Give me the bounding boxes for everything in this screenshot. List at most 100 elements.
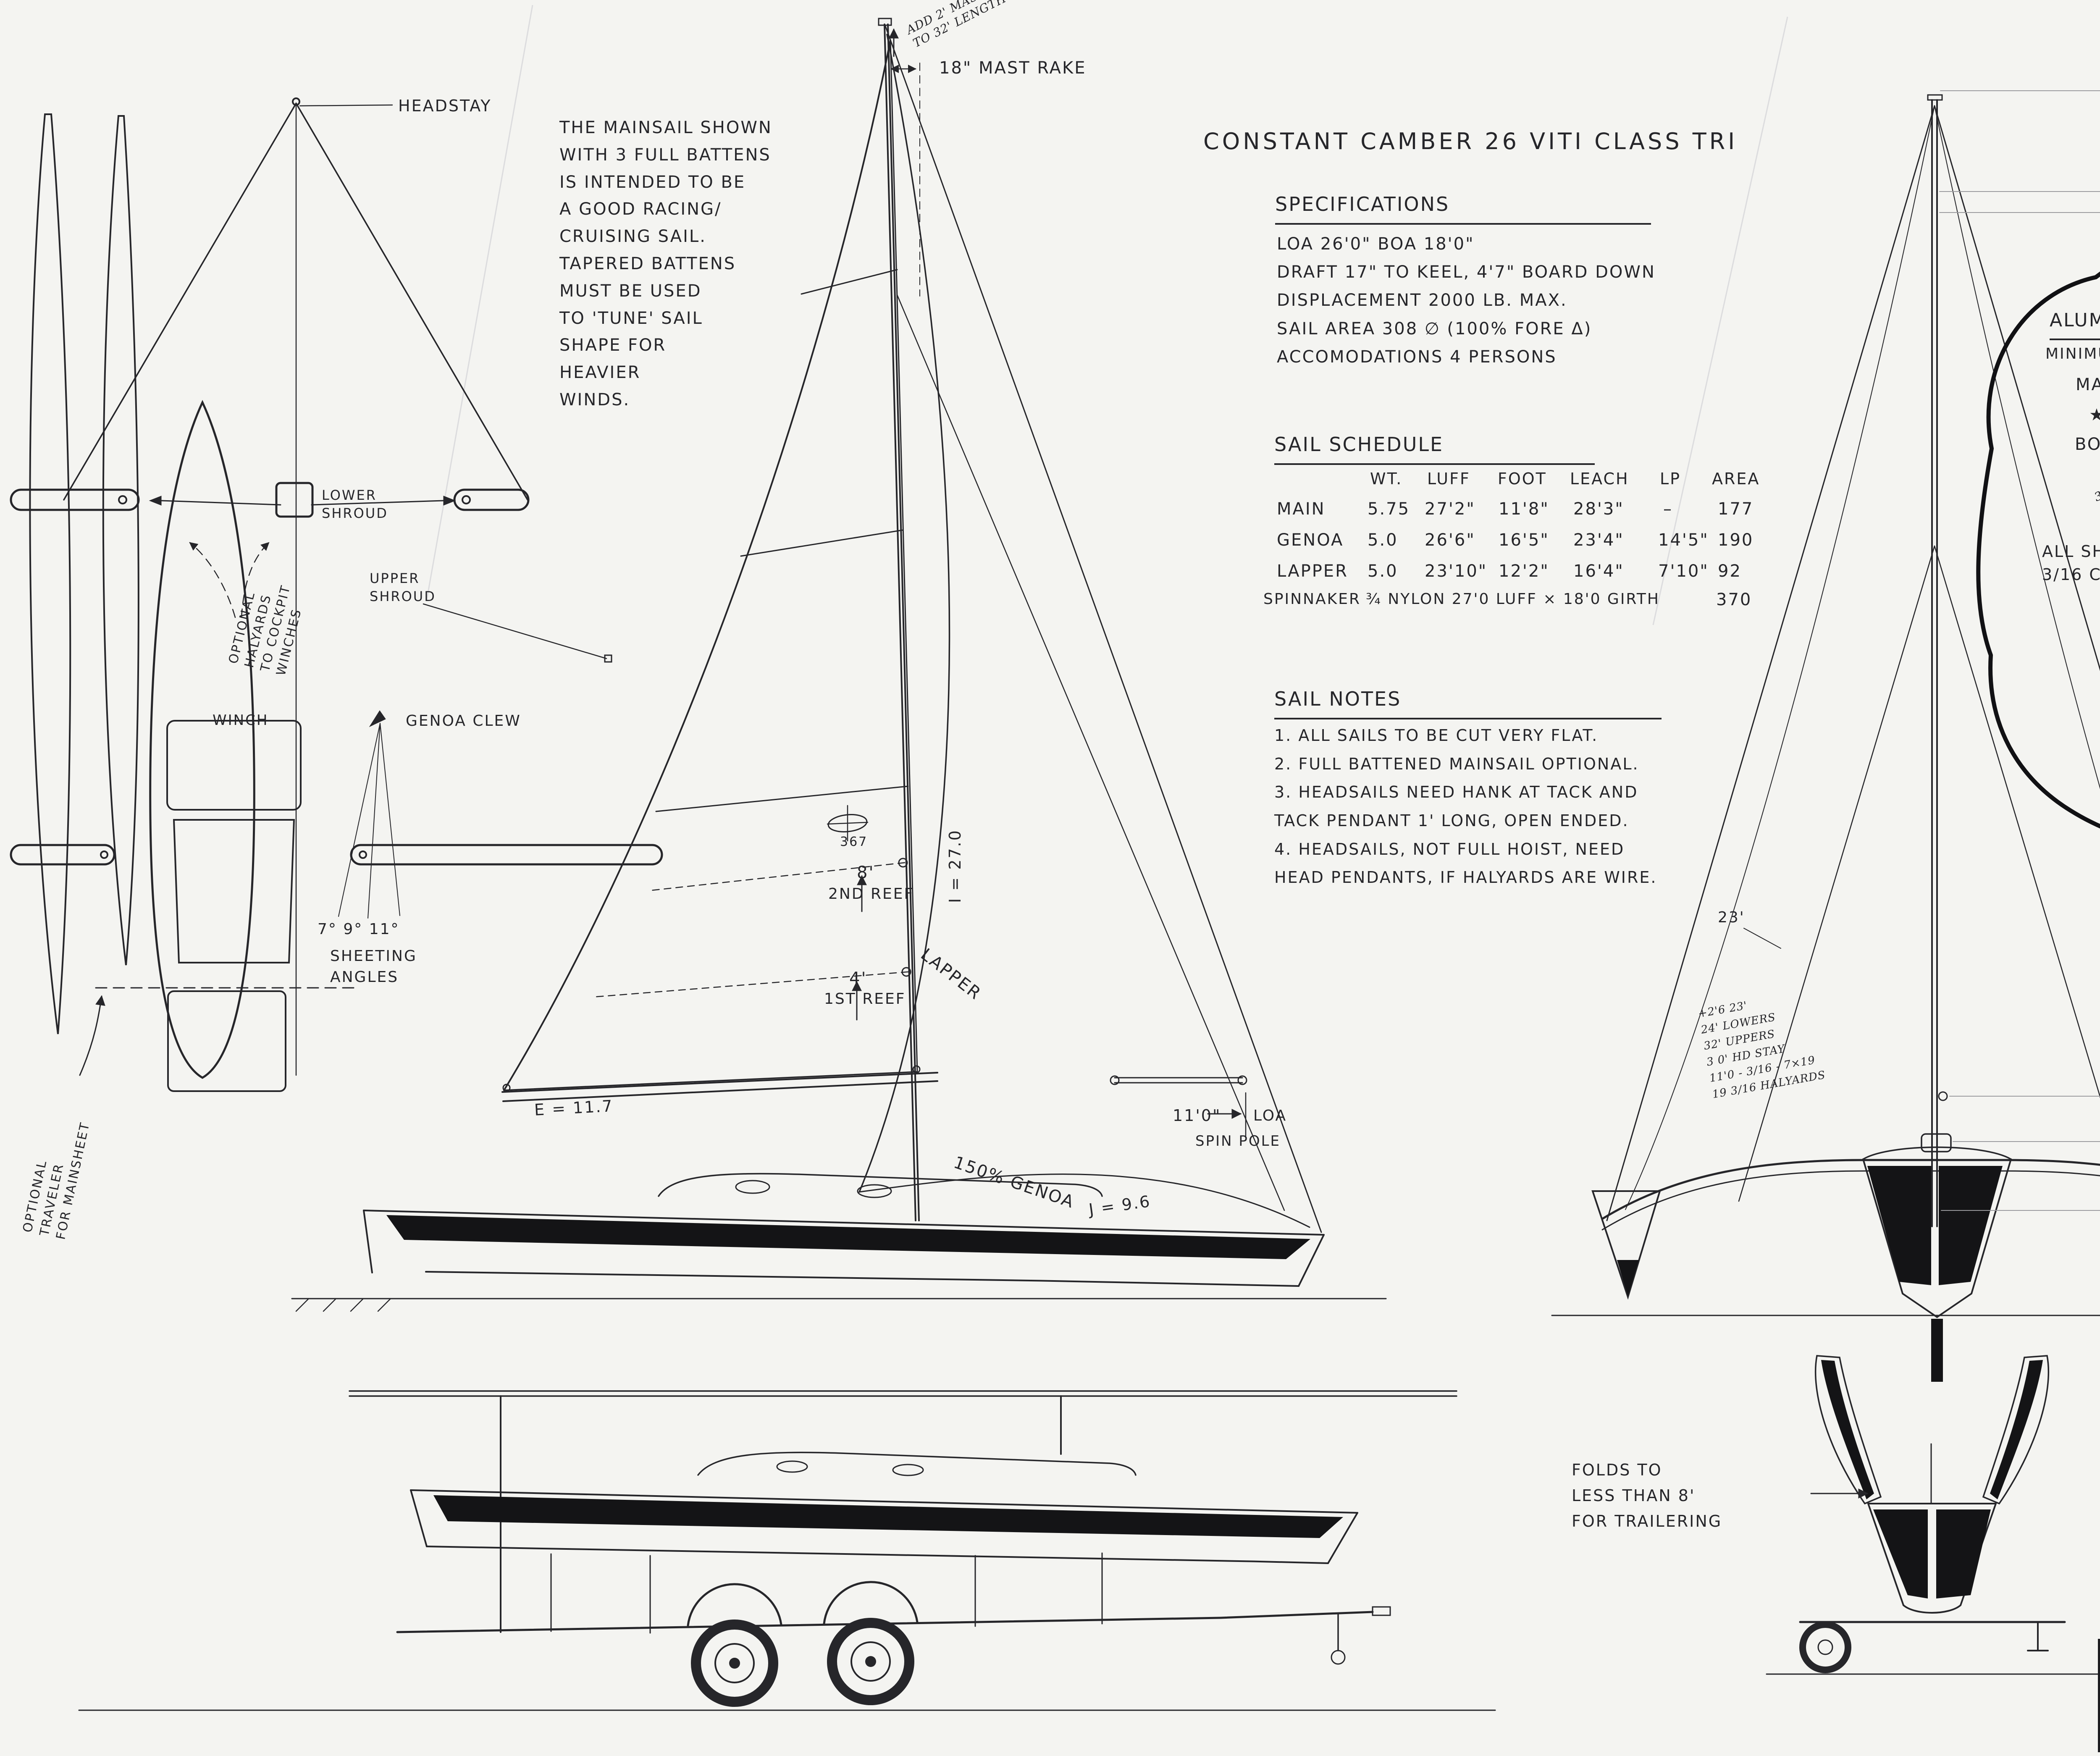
trailer-foot bbox=[2027, 1621, 2049, 1651]
genoa-leach bbox=[858, 34, 950, 1193]
right-dimensions bbox=[1939, 90, 2100, 1211]
turnbuckle-left bbox=[149, 496, 162, 506]
aft-deck-plan bbox=[167, 990, 286, 1092]
sail-insignia-cross bbox=[827, 805, 869, 842]
beam-hole bbox=[100, 850, 108, 859]
beam-hole bbox=[462, 495, 471, 504]
row-main-lp: – bbox=[1663, 499, 1673, 519]
sheer-band bbox=[386, 1215, 1310, 1259]
cabin-plan bbox=[166, 720, 302, 811]
stbd-wing bbox=[1982, 1355, 2050, 1505]
masthead-cap bbox=[1927, 94, 1943, 101]
jack-wheel bbox=[1331, 1650, 1346, 1665]
reef-cringle bbox=[898, 858, 908, 868]
col-lp: LP bbox=[1660, 470, 1681, 488]
all-shrouds-label: ALL SHROUDS 3/16 CABLE bbox=[2042, 542, 2100, 584]
side-sailplan bbox=[291, 18, 1387, 1312]
rigging-notes: +2'6 23' 24' LOWERS 32' UPPERS 3 0' HD S… bbox=[1697, 999, 1827, 1101]
wheel-tire bbox=[691, 1620, 778, 1707]
wheel-tire bbox=[827, 1618, 914, 1705]
sail-insignia-number: 367 bbox=[840, 835, 868, 849]
specifications-body: LOA 26'0" BOA 18'0" DRAFT 17" TO KEEL, 4… bbox=[1277, 234, 1656, 367]
mast bbox=[1931, 99, 1938, 1227]
row-main-foot: 11'8" bbox=[1499, 499, 1549, 519]
drawing-title: CONSTANT CAMBER 26 VITI CLASS TRI bbox=[1203, 128, 1738, 155]
lower-shroud bbox=[1738, 545, 2100, 1202]
masthead-crane bbox=[878, 18, 892, 26]
reef2-label: 2ND REEF bbox=[828, 885, 914, 903]
inner-float-plan bbox=[102, 115, 139, 966]
port-float bbox=[1591, 1190, 1661, 1300]
wheel-tire bbox=[1799, 1621, 1851, 1673]
beam1-left bbox=[10, 488, 140, 511]
row-genoa-luff: 26'6" bbox=[1425, 530, 1475, 550]
cabin-side bbox=[697, 1452, 1137, 1476]
leader-23 bbox=[1743, 928, 1781, 949]
row-main-area: 177 bbox=[1718, 499, 1754, 519]
cabin-port bbox=[892, 1464, 924, 1476]
beam2-right bbox=[350, 844, 663, 866]
beam-front-lower bbox=[1601, 1170, 2100, 1231]
row-main-name: MAIN bbox=[1277, 499, 1326, 519]
beam2-left bbox=[10, 844, 116, 866]
reef1-line bbox=[591, 971, 909, 998]
reef1-value: 4' bbox=[849, 969, 867, 988]
beam1-right bbox=[453, 488, 530, 511]
row-lapper-wt: 5.0 bbox=[1368, 562, 1398, 581]
centerboard bbox=[1931, 1319, 1943, 1382]
hull-front bbox=[1862, 1158, 2012, 1318]
hull-panel bbox=[1939, 1166, 2003, 1285]
fore-view bbox=[1551, 94, 2100, 1382]
spars-line2: MAST: Ixx - 4.10, Iyy - 1.80 bbox=[2076, 375, 2100, 394]
genoa-clew-label: GENOA CLEW bbox=[406, 712, 521, 730]
halyard-arrow bbox=[189, 542, 236, 618]
row-genoa-name: GENOA bbox=[1277, 530, 1344, 550]
hull-stem bbox=[1327, 1512, 1358, 1564]
spar-detail-bubble bbox=[1976, 271, 2100, 829]
hull-transom bbox=[410, 1489, 428, 1547]
cabin-port bbox=[857, 1184, 892, 1198]
hull-transom bbox=[363, 1210, 373, 1273]
beam-hole bbox=[359, 850, 367, 859]
wheel-rim bbox=[850, 1641, 891, 1682]
wheel-hub bbox=[865, 1656, 876, 1667]
upper-shroud-label: UPPER SHROUD bbox=[370, 570, 436, 605]
boom-front bbox=[1921, 1133, 1952, 1152]
specifications-heading: SPECIFICATIONS bbox=[1275, 190, 1651, 225]
spars-line4: BOOM: Ixx - 1.5, Iyy - 0.8 bbox=[2075, 435, 2100, 454]
mast-horizontal bbox=[349, 1390, 1457, 1397]
halyard-arrow bbox=[241, 542, 270, 618]
upper-shroud-leader bbox=[423, 603, 607, 659]
lower-shroud-lines bbox=[160, 500, 444, 506]
front-and-plan-view bbox=[10, 97, 663, 1092]
cap-shroud bbox=[1606, 105, 1935, 1221]
chainplate bbox=[604, 654, 612, 663]
cabin-front bbox=[1862, 1146, 2012, 1160]
reef-cringle bbox=[901, 967, 911, 977]
port-wing-panel bbox=[1821, 1360, 1874, 1499]
row-main-luff: 27'2" bbox=[1425, 499, 1475, 519]
batten bbox=[801, 269, 898, 295]
beam-hole bbox=[118, 495, 127, 504]
beam-front bbox=[1601, 1159, 2100, 1220]
hull-panel bbox=[1936, 1509, 1991, 1599]
wheel-hub bbox=[1817, 1639, 1833, 1655]
row-main-wt: 5.75 bbox=[1368, 499, 1410, 519]
main-leach bbox=[503, 39, 891, 1091]
bunk bbox=[550, 1552, 1103, 1634]
hull-stem bbox=[1298, 1234, 1325, 1287]
row-genoa-area: 190 bbox=[1718, 530, 1754, 550]
col-luff: LUFF bbox=[1427, 470, 1470, 488]
sail-curve bbox=[1934, 105, 2100, 790]
row-main-leach: 28'3" bbox=[1573, 499, 1624, 519]
trailer-coupler bbox=[1372, 1606, 1391, 1616]
waterline-hatch bbox=[295, 1298, 391, 1312]
title-block: TITLE RIGGING & SAILS SCALE ½" = 1' DESI… bbox=[2098, 1639, 2100, 1752]
row-genoa-wt: 5.0 bbox=[1368, 530, 1398, 550]
reef2-line bbox=[650, 862, 906, 891]
reef1-label: 1ST REEF bbox=[824, 990, 906, 1008]
cabin-port bbox=[776, 1460, 808, 1473]
folds-label: FOLDS TO LESS THAN 8' FOR TRAILERING bbox=[1572, 1461, 1722, 1530]
headstay-lines bbox=[63, 102, 528, 501]
